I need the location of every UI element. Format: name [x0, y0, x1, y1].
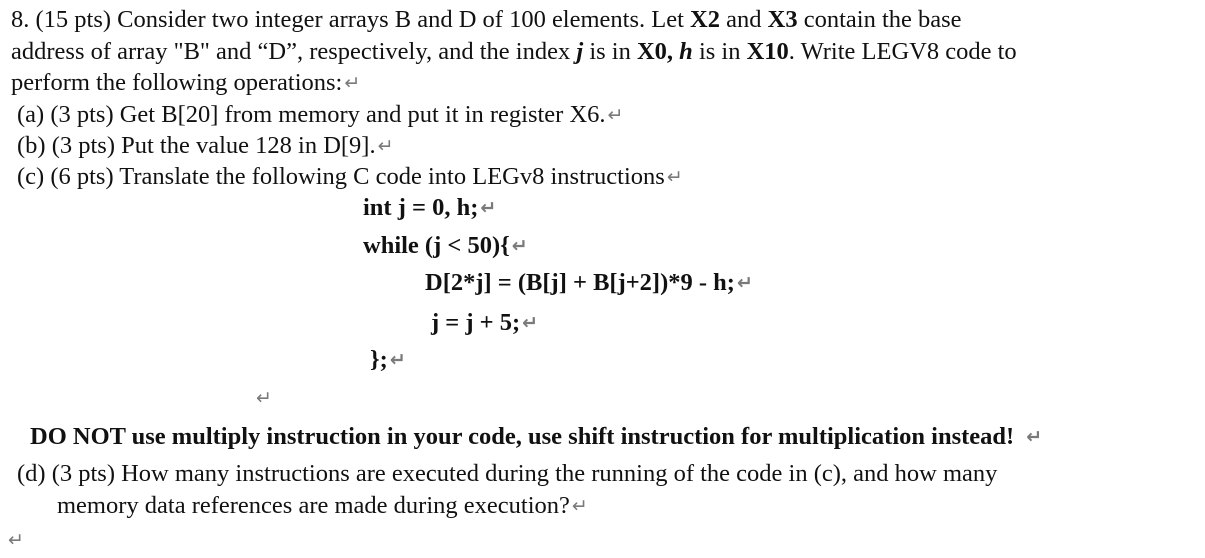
question-line-2: address of array "B" and “D”, respective…	[11, 38, 1017, 65]
part-b: (b) (3 pts) Put the value 128 in D[9].↵	[17, 132, 394, 159]
paragraph-mark-icon: ↵	[571, 495, 588, 517]
paragraph-mark-icon: ↵	[377, 135, 394, 157]
paragraph-mark-icon: ↵	[480, 197, 497, 219]
paragraph-mark-icon: ↵	[511, 235, 528, 257]
empty-paragraph: ↵	[6, 525, 24, 555]
paragraph-mark-icon: ↵	[1026, 426, 1043, 448]
register-x3: X3	[767, 6, 798, 33]
empty-paragraph: ↵	[254, 383, 272, 413]
part-d-line-1: (d) (3 pts) How many instructions are ex…	[17, 460, 998, 487]
paragraph-mark-icon: ↵	[607, 104, 624, 126]
paragraph-mark-icon: ↵	[344, 72, 361, 94]
part-c: (c) (6 pts) Translate the following C co…	[17, 163, 683, 190]
register-x10: X10	[746, 38, 789, 65]
paragraph-mark-icon: ↵	[666, 166, 683, 188]
code-line-1: int j = 0, h;↵	[363, 194, 497, 221]
paragraph-mark-icon: ↵	[522, 312, 539, 334]
warning-note: DO NOT use multiply instruction in your …	[30, 423, 1043, 450]
register-x2: X2	[690, 6, 720, 33]
code-line-3: D[2*j] = (B[j] + B[j+2])*9 - h;↵	[425, 269, 753, 296]
index-j: j	[576, 38, 584, 65]
part-a: (a) (3 pts) Get B[20] from memory and pu…	[17, 101, 624, 128]
question-line-1: 8. (15 pts) Consider two integer arrays …	[11, 6, 962, 33]
code-line-5: };↵	[370, 346, 406, 373]
paragraph-mark-icon: ↵	[8, 529, 24, 551]
code-line-2: while (j < 50){↵	[363, 232, 528, 259]
paragraph-mark-icon: ↵	[256, 387, 272, 409]
question-line-3: perform the following operations:↵	[11, 69, 361, 96]
register-x0: X0,	[636, 38, 674, 65]
variable-h: h	[679, 38, 693, 65]
code-line-4: j = j + 5;↵	[431, 309, 539, 336]
paragraph-mark-icon: ↵	[736, 272, 753, 294]
paragraph-mark-icon: ↵	[389, 349, 406, 371]
part-d-line-2: memory data references are made during e…	[57, 492, 588, 519]
